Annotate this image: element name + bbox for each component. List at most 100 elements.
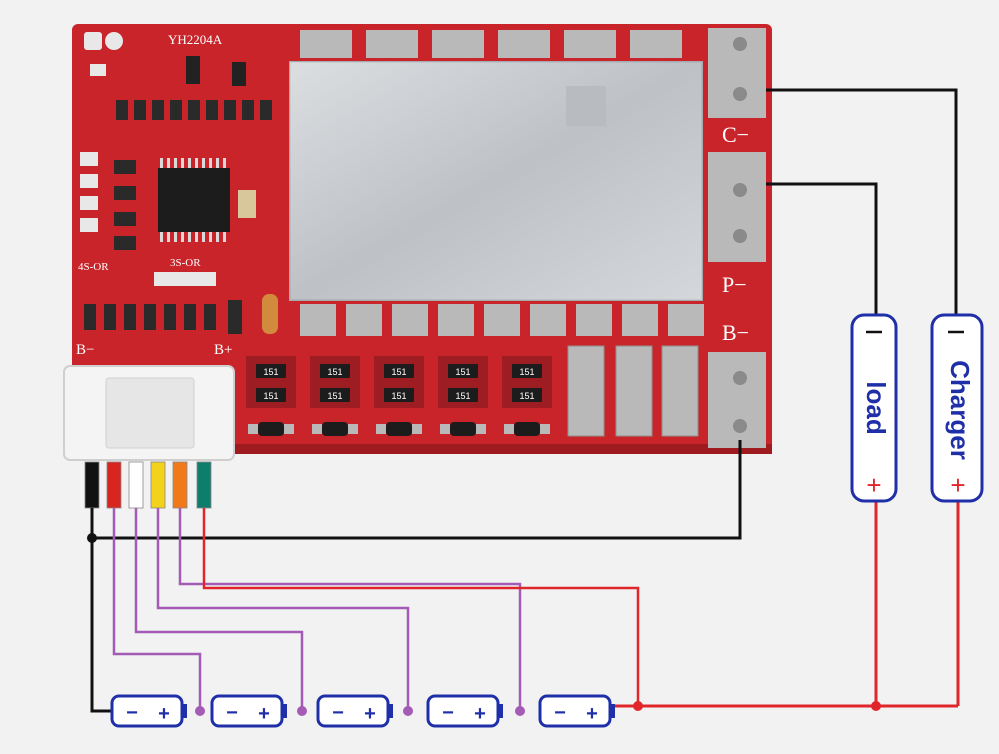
ic-pin (202, 158, 205, 168)
resistor-code: 151 (263, 391, 278, 401)
bms-ic-chip (158, 158, 230, 242)
wire-p-minus-to-load (766, 182, 878, 318)
battery-cell-terminal (610, 704, 615, 718)
wire-junction (87, 533, 97, 543)
ic-pin (223, 232, 226, 242)
connector-wire (106, 461, 122, 509)
mosfet-pad (300, 304, 336, 336)
ic-pin (167, 232, 170, 242)
battery-cell (210, 694, 284, 728)
wire-b-plus-to-cells (202, 508, 640, 706)
balance-resistor (384, 388, 414, 402)
ic-pin (209, 158, 212, 168)
mosfet-pad-grid-top (300, 30, 682, 58)
load-label: load (861, 381, 891, 434)
terminal-label-b-minus: B− (722, 320, 749, 345)
ic-pin (174, 158, 177, 168)
connector-wires (84, 461, 212, 509)
wire-balance-4 (178, 508, 522, 711)
terminal-hole (733, 183, 747, 197)
cell-plus-symbol: + (474, 703, 486, 725)
battery-cell (538, 694, 612, 728)
terminal-hole (733, 229, 747, 243)
balance-resistor (384, 364, 414, 378)
resistor-code: 151 (455, 391, 470, 401)
battery-cell-terminal (388, 704, 393, 718)
load-device: load + (850, 313, 898, 503)
mosfet-pad (530, 304, 566, 336)
ic-pin (167, 158, 170, 168)
transistor-pad (412, 424, 422, 434)
resistor-row-top (116, 100, 272, 120)
balance-resistor (448, 364, 478, 378)
transistor-pad (284, 424, 294, 434)
resistor-code: 151 (391, 391, 406, 401)
transistor-pad (376, 424, 386, 434)
cell-plus-symbol: + (586, 703, 598, 725)
smd-component (232, 62, 246, 86)
smd-pad (154, 272, 216, 286)
shunt-resistors (567, 345, 699, 437)
mosfet-pad (576, 304, 612, 336)
smd-component (186, 56, 200, 84)
resistor-row-bottom (84, 294, 278, 334)
resistor-code: 151 (519, 367, 534, 377)
wire-balance-2 (134, 508, 304, 711)
balance-transistor (514, 422, 540, 436)
balance-transistor (386, 422, 412, 436)
ic-pin (160, 232, 163, 242)
resistor-code: 151 (327, 391, 342, 401)
wire-junction (195, 706, 205, 716)
charger-plus-symbol: + (950, 470, 965, 500)
battery-cell-terminal (498, 704, 503, 718)
battery-cell (316, 694, 390, 728)
mount-pad (84, 32, 102, 50)
ic-pin (223, 158, 226, 168)
ic-pin (188, 232, 191, 242)
wire-junction (515, 706, 525, 716)
wire-junction (297, 706, 307, 716)
balance-transistor (258, 422, 284, 436)
wire-b-minus-to-cells (90, 508, 112, 713)
connector-wire (128, 461, 144, 509)
battery-cell-terminal (282, 704, 287, 718)
transistor-pad (540, 424, 550, 434)
ic-pin (209, 232, 212, 242)
wiring (87, 88, 960, 716)
via-pad (105, 32, 123, 50)
mosfet-pad (484, 304, 520, 336)
ic-pin (202, 232, 205, 242)
left-label-4s: 4S-OR (78, 261, 109, 273)
cell-plus-symbol: + (258, 703, 270, 725)
mosfet-pad (498, 30, 550, 58)
connector-slot (105, 377, 195, 449)
connector-wire (150, 461, 166, 509)
wire-c-minus-to-charger (766, 88, 958, 318)
pcb-edge-shadow (72, 444, 772, 454)
balance-resistor (512, 388, 542, 402)
battery-cell-terminal (182, 704, 187, 718)
bms-board: YH2204A (72, 24, 772, 454)
smd-component (238, 190, 256, 218)
transistor-pad (476, 424, 486, 434)
ic-pin (216, 232, 219, 242)
terminal-label-p-minus: P− (722, 272, 747, 297)
mosfet-pad (432, 30, 484, 58)
balance-transistor (322, 422, 348, 436)
transistor-pad (312, 424, 322, 434)
charger-body (930, 313, 984, 503)
terminal-hole (733, 87, 747, 101)
transistor-pad (440, 424, 450, 434)
smd-pad (90, 64, 106, 76)
board-model-label: YH2204A (168, 32, 223, 47)
balance-resistor (320, 388, 350, 402)
balance-resistor (256, 388, 286, 402)
connector-wire (84, 461, 100, 509)
terminal-hole (733, 419, 747, 433)
battery-cell (426, 694, 500, 728)
balance-resistor (448, 388, 478, 402)
resistor-code: 151 (519, 391, 534, 401)
battery-cell (110, 694, 184, 728)
